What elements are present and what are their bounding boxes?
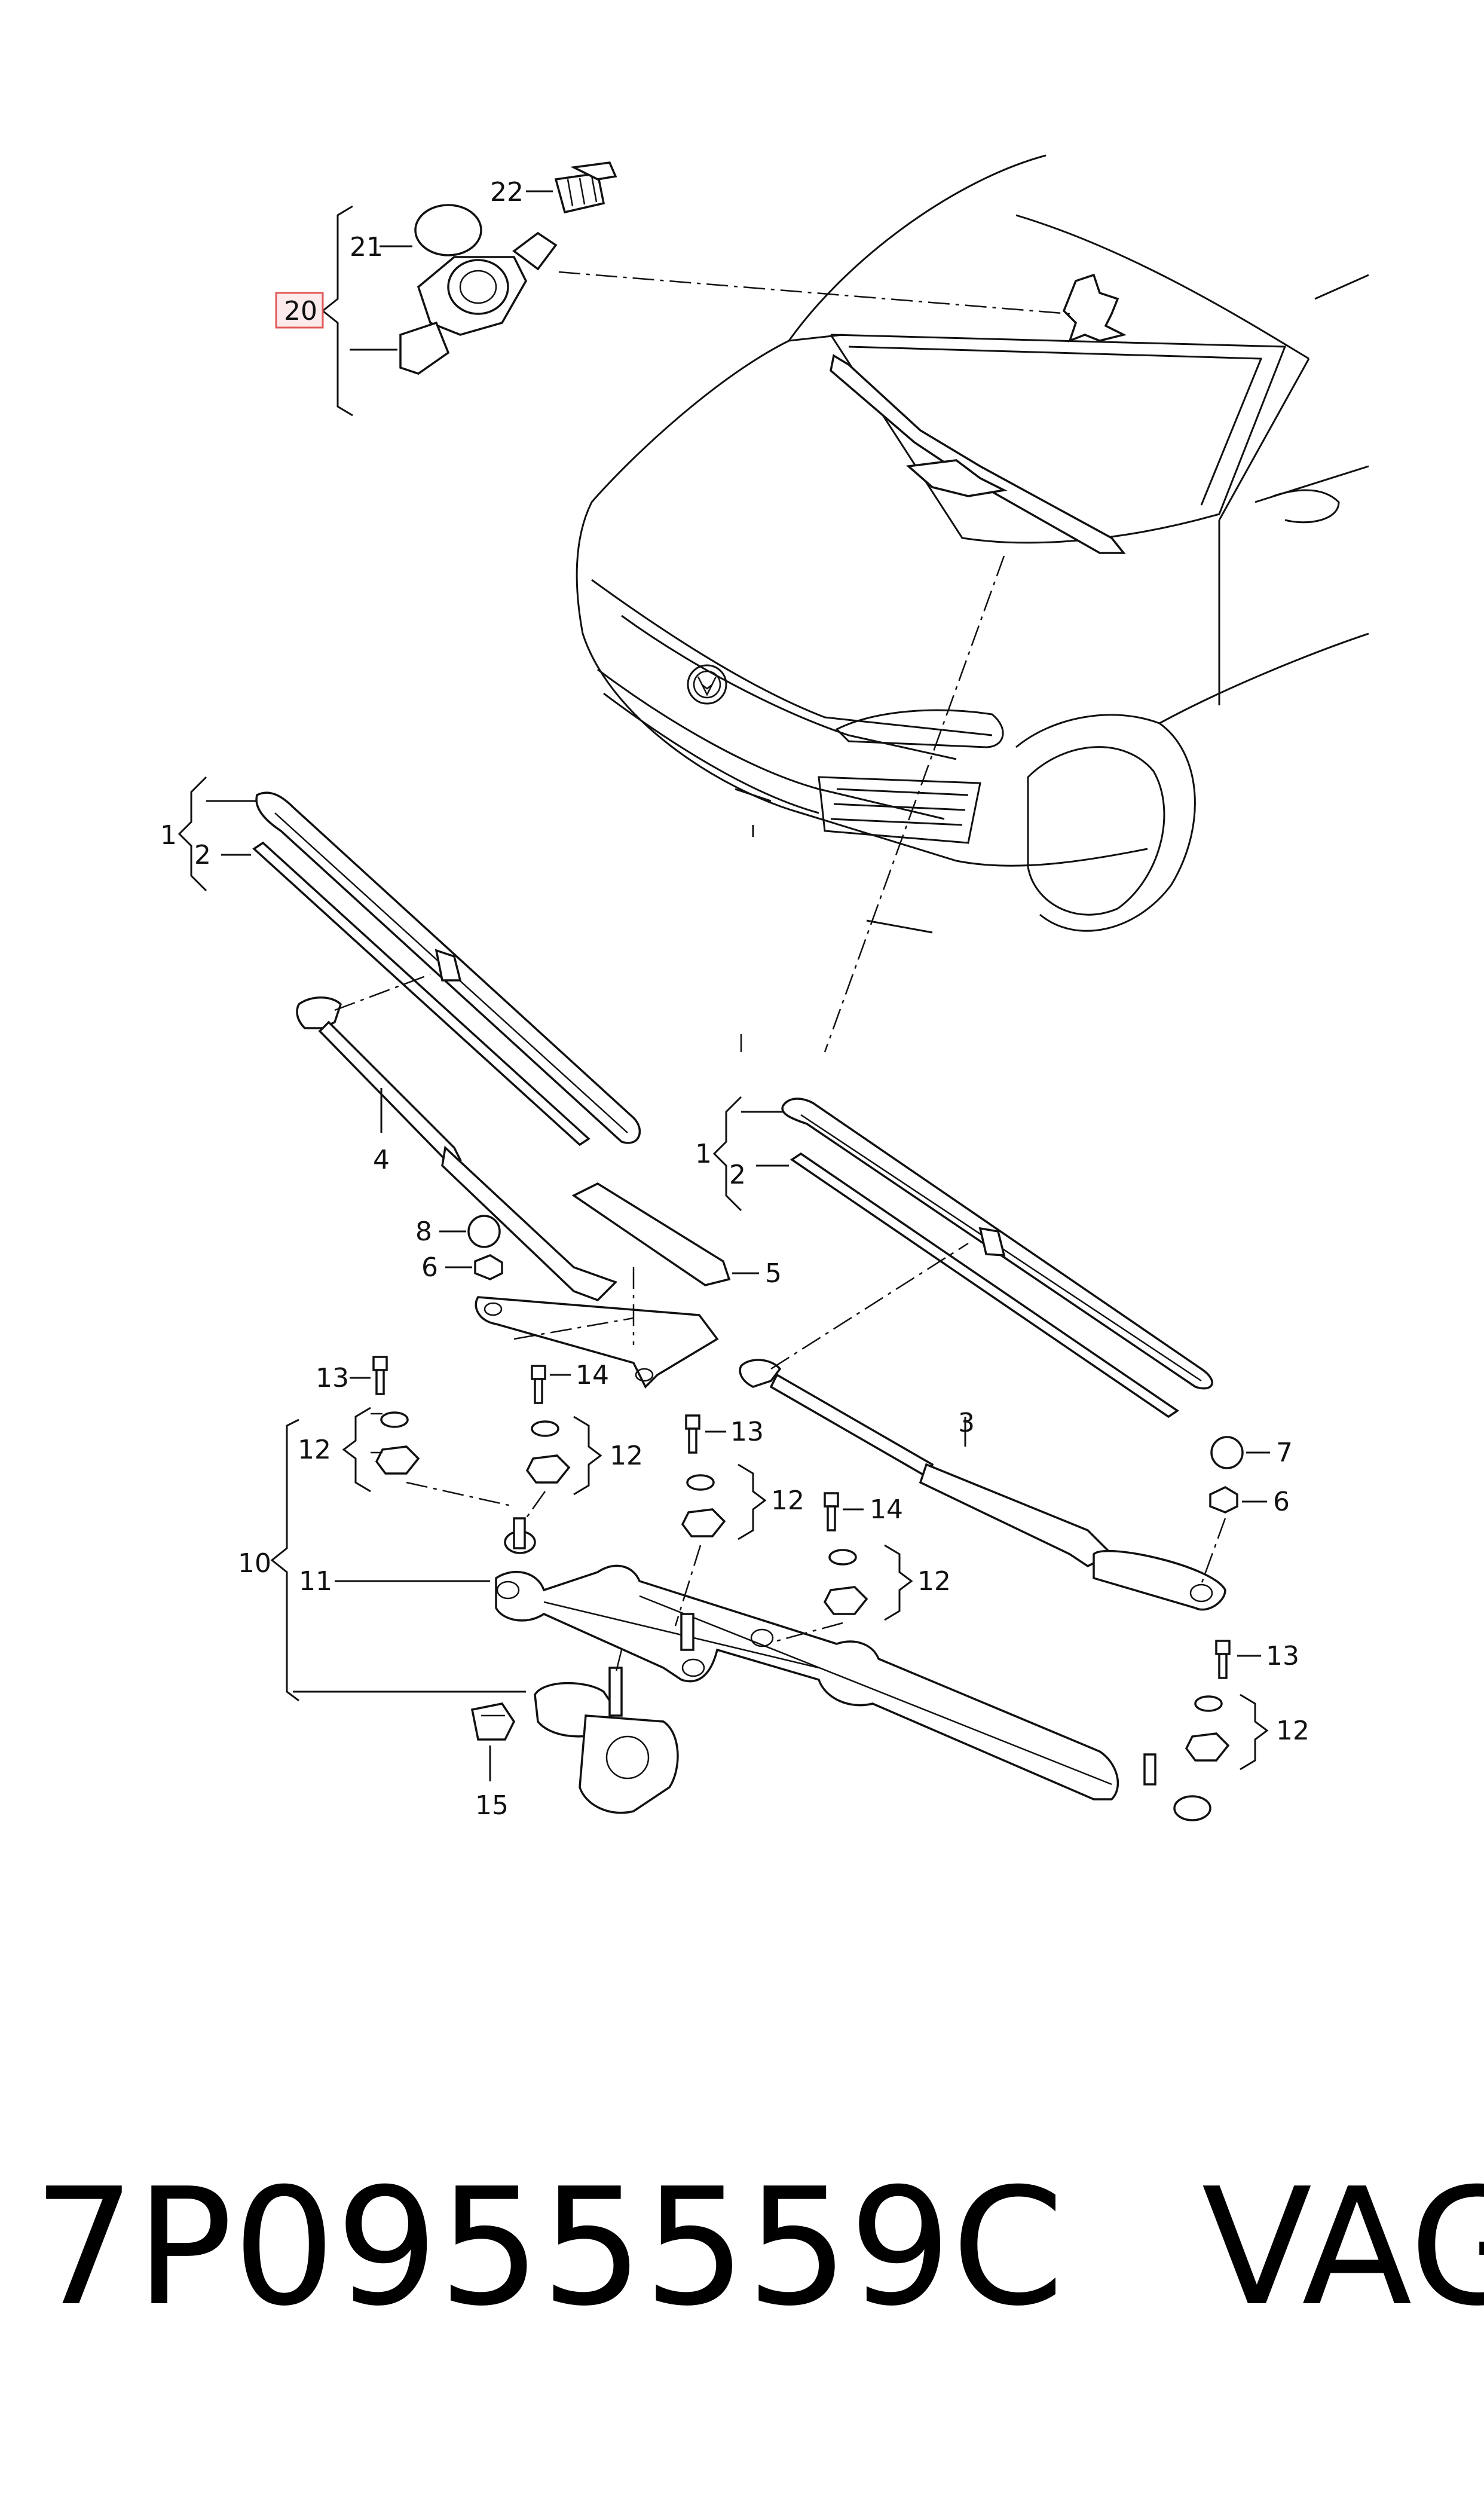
callout-13b: 13 <box>730 1417 764 1447</box>
callout-12a: 12 <box>298 1435 331 1465</box>
callout-5: 5 <box>765 1258 782 1289</box>
rain-sensor-position-icon <box>1062 273 1127 343</box>
wiper-motor-icon <box>534 1667 679 1814</box>
cap-8-icon <box>467 1215 501 1248</box>
callout-12b: 12 <box>610 1441 643 1471</box>
vehicle-outline <box>576 154 1369 934</box>
callout-4: 4 <box>373 1145 390 1175</box>
callout-6a: 6 <box>421 1252 438 1283</box>
connector-15-icon <box>470 1702 516 1741</box>
callout-15: 15 <box>475 1790 509 1821</box>
sensor-pad-21 <box>414 204 482 256</box>
callout-11: 11 <box>299 1566 332 1597</box>
callout-12d: 12 <box>917 1566 951 1597</box>
wiper-arm-right-3 <box>739 1359 1226 1611</box>
wiper-arm-left-4 <box>296 996 618 1302</box>
part-number-footer: 7P0955559C VAG <box>33 2140 1484 2355</box>
cap-7-icon <box>1210 1436 1244 1469</box>
wiper-linkage-frame-11 <box>495 1517 1211 1821</box>
callout-3: 3 <box>958 1408 975 1438</box>
rain-light-sensor-icon <box>399 231 558 375</box>
callout-13a: 13 <box>316 1363 349 1393</box>
callout-20: 20 <box>284 296 317 326</box>
callout-22: 22 <box>490 177 524 207</box>
nut-6-right-icon <box>1209 1486 1238 1514</box>
installed-wiper-linkage <box>905 459 1008 497</box>
callout-13c: 13 <box>1266 1641 1299 1671</box>
connector-22-icon <box>554 161 617 214</box>
callout-2a: 2 <box>194 840 211 870</box>
brand-name: VAG <box>1201 2153 1484 2341</box>
arm-cover-5 <box>571 1182 731 1286</box>
wiper-rubber-left-2 <box>252 841 590 1147</box>
callout-7: 7 <box>1276 1438 1293 1468</box>
callout-14a: 14 <box>576 1360 609 1390</box>
bolt-13-left-icon <box>372 1356 420 1475</box>
bolt-14-left-icon <box>525 1365 571 1484</box>
callout-14b: 14 <box>870 1494 903 1525</box>
callout-12c: 12 <box>771 1485 804 1516</box>
highlight-box-20 <box>275 292 324 329</box>
bracket-20 <box>321 205 353 417</box>
callout-8: 8 <box>415 1216 432 1247</box>
callout-1a: 1 <box>160 820 177 851</box>
callout-2b: 2 <box>729 1160 746 1190</box>
callout-1b: 1 <box>695 1139 712 1169</box>
wiper-blade-right-1 <box>781 1097 1213 1390</box>
callout-6b: 6 <box>1273 1487 1290 1517</box>
bolt-14-right-icon <box>823 1492 868 1615</box>
wiper-blade-left-1 <box>255 791 641 1144</box>
callout-21: 21 <box>350 232 383 262</box>
bolt-13-right-icon <box>1185 1640 1231 1762</box>
installed-wiper-outline <box>830 354 1126 554</box>
lever-plate-left <box>475 1296 719 1389</box>
parts-diagram: 20 21 22 1 2 4 5 <box>160 154 1369 1821</box>
part-number: 7P0955559C <box>33 2153 1064 2341</box>
wiper-rubber-right-2 <box>790 1152 1180 1419</box>
nut-6-left-icon <box>474 1254 503 1280</box>
callout-10: 10 <box>238 1548 271 1579</box>
callout-12e: 12 <box>1276 1716 1309 1746</box>
bolt-13-middle-icon <box>681 1414 726 1537</box>
